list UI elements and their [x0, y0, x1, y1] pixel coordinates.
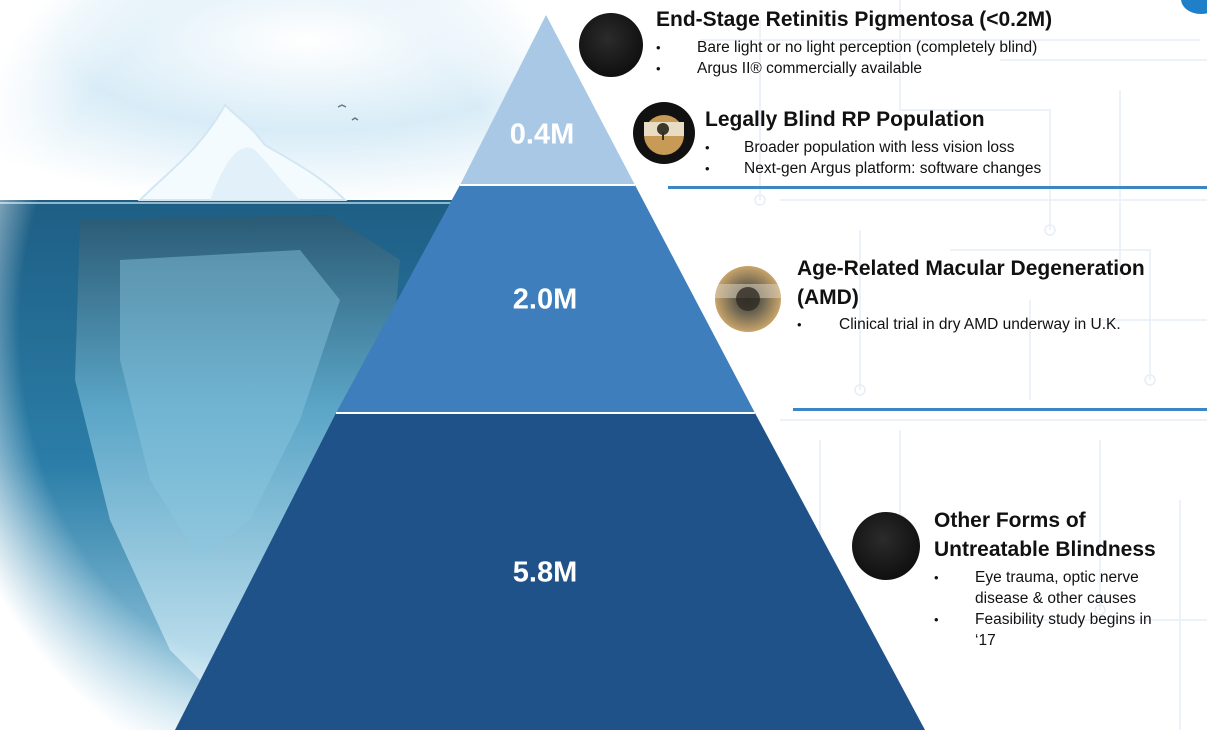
list-item: •Feasibility study begins in‘17 [934, 611, 1152, 649]
pyramid-tier-top [460, 15, 635, 185]
dark-eye-icon [852, 512, 920, 580]
list-item: •Next-gen Argus platform: software chang… [705, 160, 1042, 177]
block-title-other-forms-line-2: Untreatable Blindness [934, 538, 1156, 561]
pyramid-tier-bottom [175, 413, 925, 730]
block-title-amd-line-2: (AMD) [797, 286, 859, 309]
bullet-line: disease & other causes [975, 590, 1137, 607]
list-item: •Argus II® commercially available [656, 60, 923, 77]
bullet-line: Eye trauma, optic nerve [975, 569, 1139, 586]
logo-icon [1181, 0, 1207, 14]
pyramid-tier-middle [336, 185, 755, 413]
tunnel-vision-tree-icon [633, 102, 695, 164]
block-title-amd: Age-Related Macular Degeneration (AMD) [797, 254, 1145, 312]
block-bullets-legally-blind-rp: •Broader population with less vision los… [705, 137, 1041, 179]
block-title-other-forms-line-1: Other Forms of [934, 509, 1086, 532]
block-bullets-amd: •Clinical trial in dry AMD underway in U… [797, 314, 1121, 335]
tier-value-middle: 2.0M [512, 283, 578, 316]
central-blur-tree-icon [715, 266, 781, 332]
tier-value-top: 0.4M [509, 118, 575, 151]
list-item: •Bare light or no light perception (comp… [656, 39, 1038, 56]
list-item: •Clinical trial in dry AMD underway in U… [797, 316, 1121, 333]
block-title-other-forms: Other Forms of Untreatable Blindness [934, 506, 1156, 564]
block-bullets-end-stage-rp: •Bare light or no light perception (comp… [656, 37, 1037, 79]
separator-line-middle [793, 408, 1207, 411]
block-title-end-stage-rp: End-Stage Retinitis Pigmentosa (<0.2M) [656, 8, 1053, 31]
separator-line-top [668, 186, 1207, 189]
dark-eye-icon [579, 13, 643, 77]
tier-value-bottom: 5.8M [512, 556, 578, 589]
bullet-line: Feasibility study begins in [975, 611, 1152, 628]
list-item: •Broader population with less vision los… [705, 139, 1015, 156]
block-title-amd-line-1: Age-Related Macular Degeneration [797, 257, 1145, 280]
bullet-line: ‘17 [975, 632, 996, 649]
block-title-legally-blind-rp: Legally Blind RP Population [705, 108, 985, 131]
